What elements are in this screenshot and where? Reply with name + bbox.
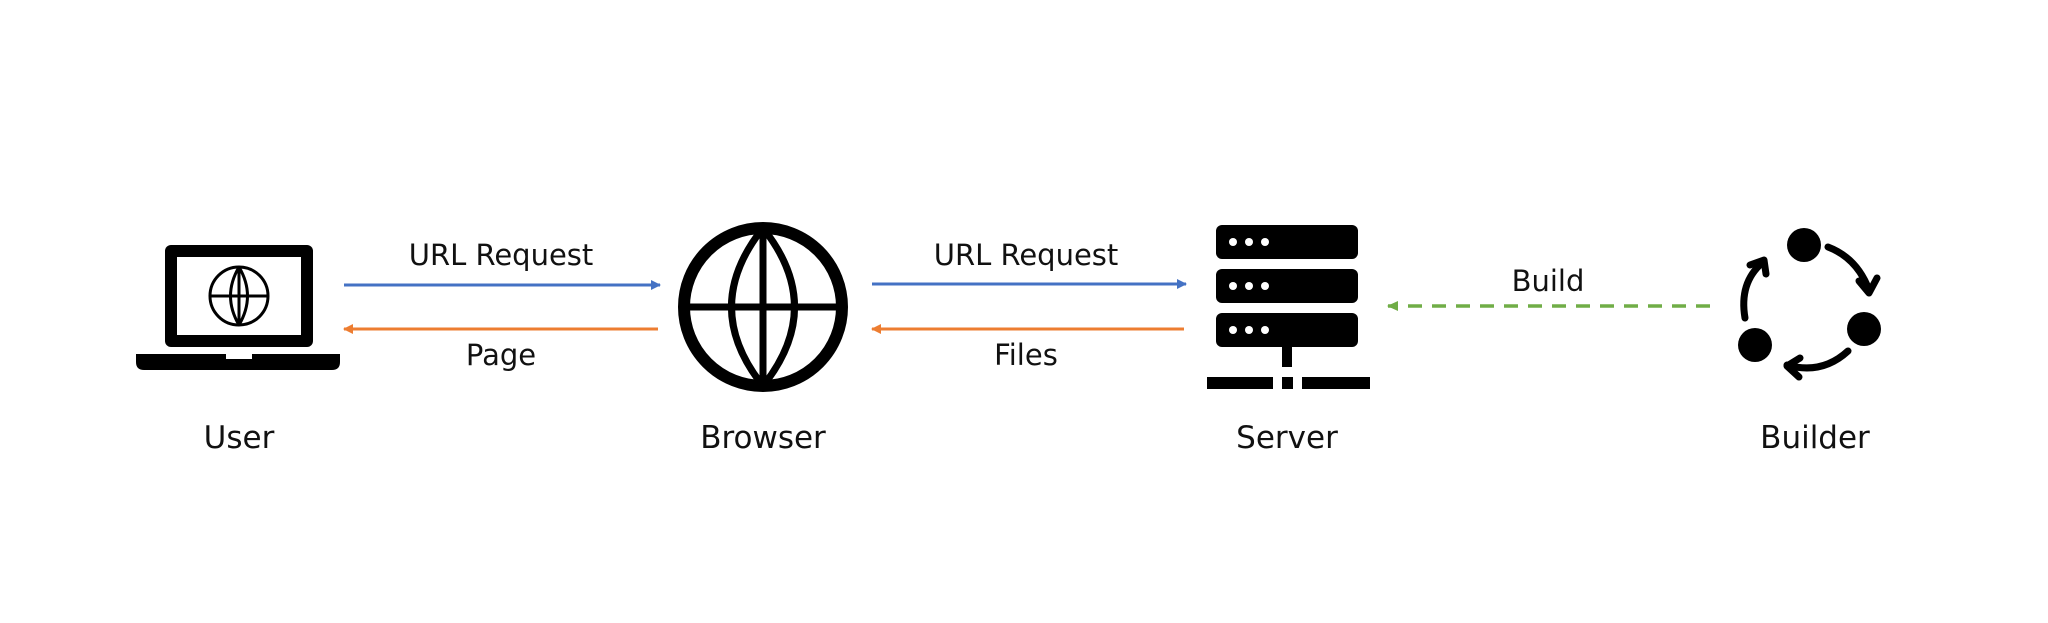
node-label-user: User bbox=[203, 420, 275, 456]
laptop-globe-icon bbox=[136, 245, 340, 370]
edge-label-server-to-browser: Files bbox=[994, 338, 1058, 372]
edge-label-browser-to-server: URL Request bbox=[933, 238, 1119, 272]
server-rack-icon bbox=[1207, 225, 1370, 389]
globe-icon bbox=[678, 222, 848, 392]
node-label-browser: Browser bbox=[700, 420, 826, 456]
edge-label-builder-to-server: Build bbox=[1511, 264, 1585, 298]
edge-label-user-to-browser: URL Request bbox=[408, 238, 594, 272]
cycle-icon bbox=[1738, 228, 1881, 381]
edge-label-browser-to-user: Page bbox=[465, 338, 537, 372]
node-label-builder: Builder bbox=[1760, 420, 1870, 456]
node-label-server: Server bbox=[1236, 420, 1338, 456]
